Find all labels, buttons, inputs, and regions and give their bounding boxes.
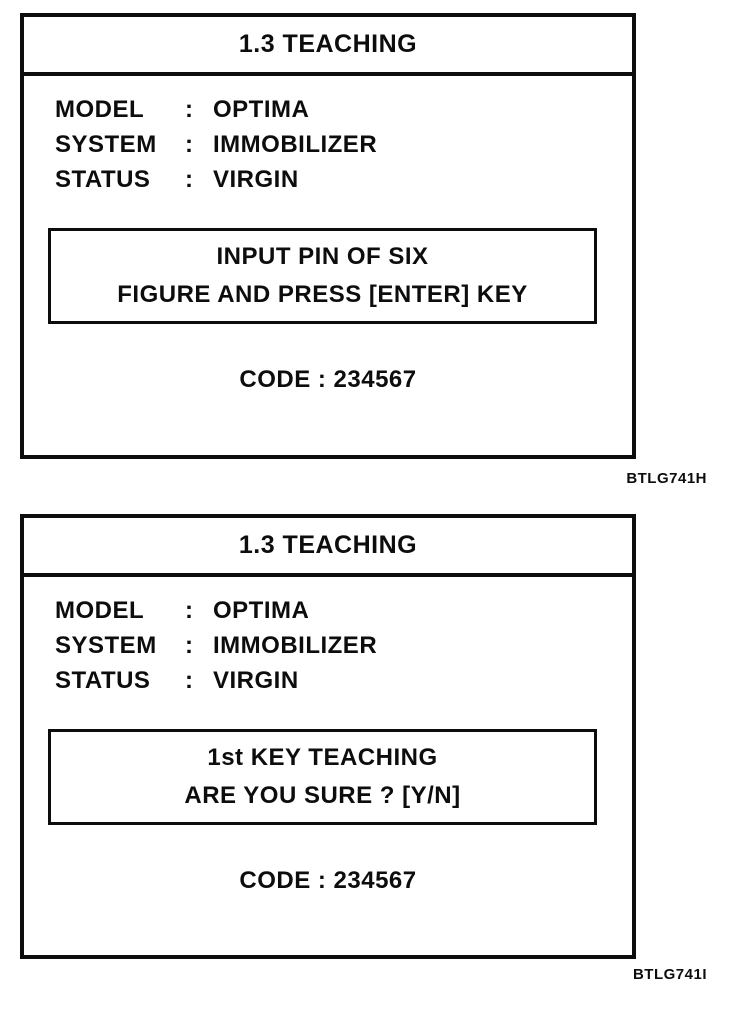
scan-tool-screen-pin-entry: 1.3 TEACHING MODEL : OPTIMA SYSTEM : IMM… <box>20 13 636 459</box>
code-readout: CODE : 234567 <box>239 867 417 894</box>
field-separator: : <box>185 596 194 624</box>
field-value: OPTIMA <box>213 95 310 123</box>
field-value: VIRGIN <box>213 666 299 694</box>
field-label: STATUS <box>55 165 151 193</box>
scan-tool-screen-confirm: 1.3 TEACHING MODEL : OPTIMA SYSTEM : IMM… <box>20 514 636 959</box>
message-line: FIGURE AND PRESS [ENTER] KEY <box>117 281 528 308</box>
figure-reference: BTLG741H <box>626 470 707 487</box>
field-label: SYSTEM <box>55 130 157 158</box>
field-label: MODEL <box>55 596 145 624</box>
field-label: SYSTEM <box>55 631 157 659</box>
code-readout: CODE : 234567 <box>239 366 417 393</box>
field-separator: : <box>185 666 194 694</box>
message-box: INPUT PIN OF SIX FIGURE AND PRESS [ENTER… <box>48 228 597 324</box>
vehicle-info-block: MODEL : OPTIMA SYSTEM : IMMOBILIZER STAT… <box>55 593 632 698</box>
message-line: ARE YOU SURE ? [Y/N] <box>184 782 461 809</box>
field-row-system: SYSTEM : IMMOBILIZER <box>55 127 632 162</box>
field-row-model: MODEL : OPTIMA <box>55 593 632 628</box>
field-separator: : <box>185 95 194 123</box>
message-line: INPUT PIN OF SIX <box>216 243 429 270</box>
field-separator: : <box>185 165 194 193</box>
field-row-status: STATUS : VIRGIN <box>55 162 632 197</box>
field-row-status: STATUS : VIRGIN <box>55 663 632 698</box>
message-box: 1st KEY TEACHING ARE YOU SURE ? [Y/N] <box>48 729 597 825</box>
field-label: STATUS <box>55 666 151 694</box>
field-row-model: MODEL : OPTIMA <box>55 92 632 127</box>
field-value: VIRGIN <box>213 165 299 193</box>
field-value: OPTIMA <box>213 596 310 624</box>
screen-title: 1.3 TEACHING <box>24 17 632 76</box>
field-separator: : <box>185 130 194 158</box>
message-line: 1st KEY TEACHING <box>207 744 438 771</box>
vehicle-info-block: MODEL : OPTIMA SYSTEM : IMMOBILIZER STAT… <box>55 92 632 197</box>
field-row-system: SYSTEM : IMMOBILIZER <box>55 628 632 663</box>
field-separator: : <box>185 631 194 659</box>
screen-title: 1.3 TEACHING <box>24 518 632 577</box>
field-label: MODEL <box>55 95 145 123</box>
figure-reference: BTLG741I <box>632 966 707 983</box>
field-value: IMMOBILIZER <box>213 631 378 659</box>
field-value: IMMOBILIZER <box>213 130 378 158</box>
